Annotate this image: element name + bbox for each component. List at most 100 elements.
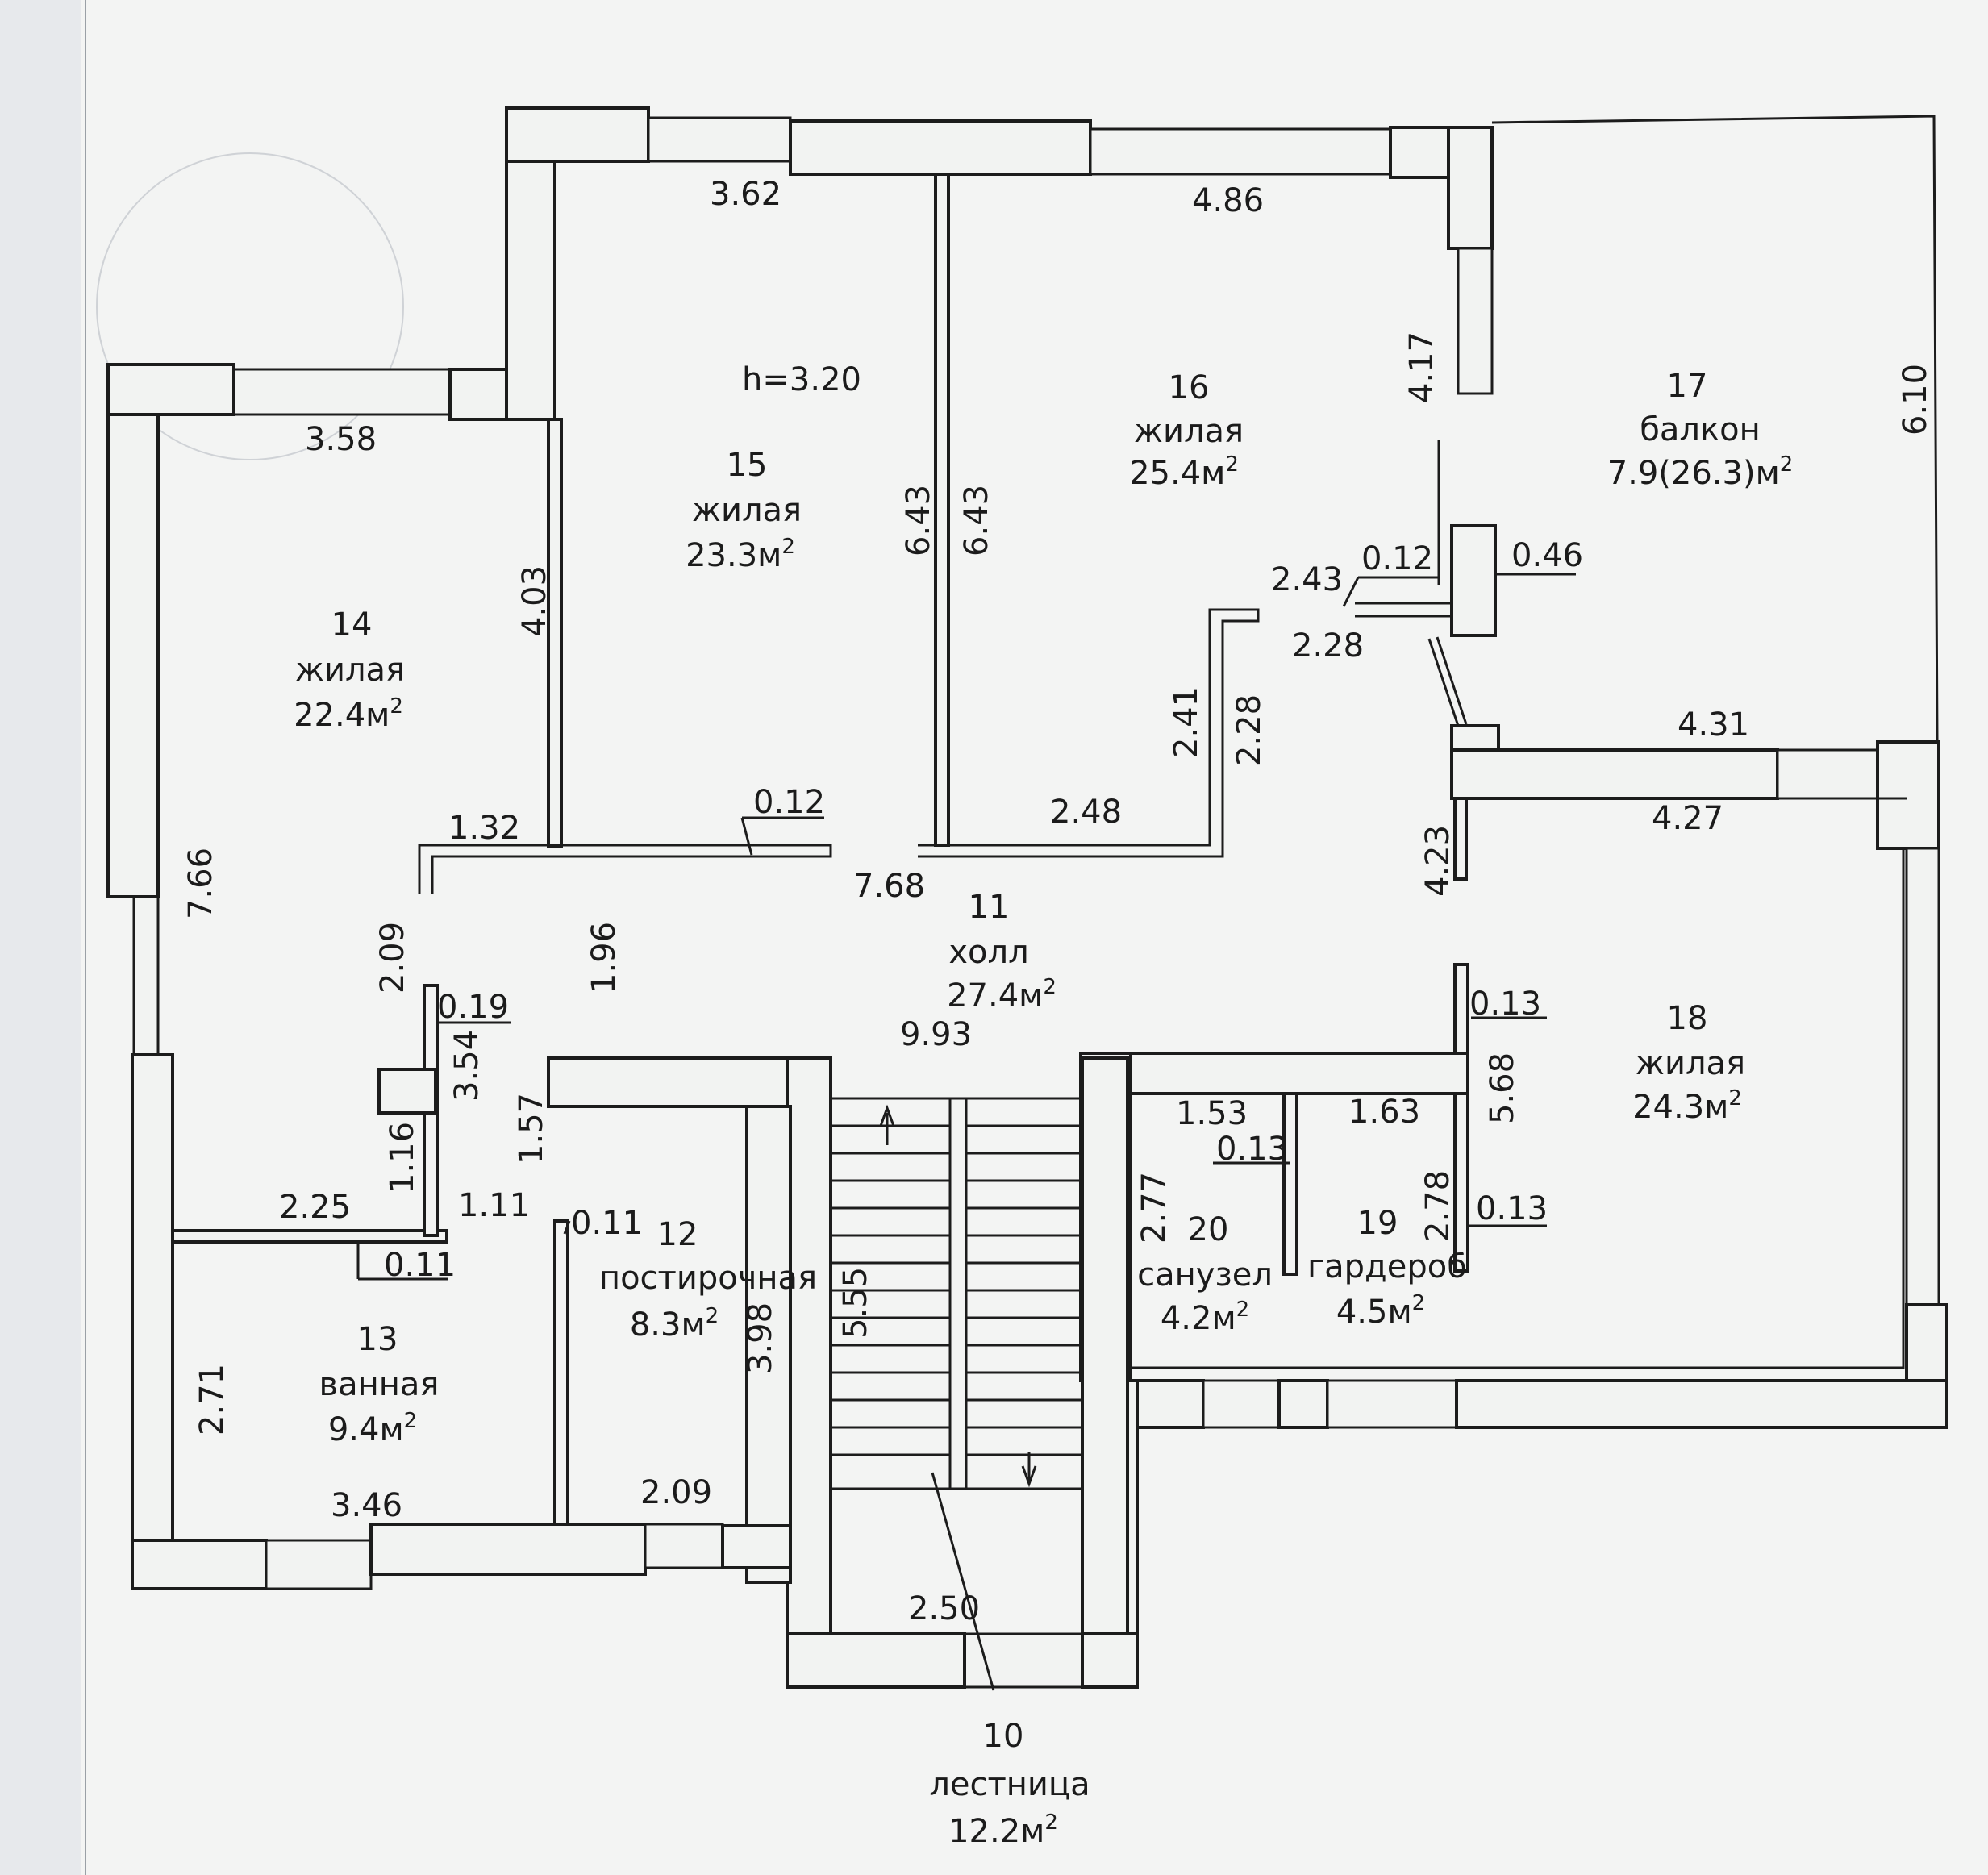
dim-label: 3.58 — [305, 421, 377, 458]
room-label-15: 15 жилая 23.3м2 — [686, 447, 802, 574]
dim-label: 0.46 — [1511, 537, 1583, 574]
wall-inner-18 — [1132, 848, 1905, 1369]
room-label-11: 11 холл 27.4м2 — [947, 889, 1057, 1015]
dim-label: 2.25 — [279, 1189, 351, 1226]
svg-text:13: 13 — [357, 1321, 398, 1358]
wall-hall-south-a — [547, 1056, 789, 1108]
balcony-threshold — [1355, 602, 1453, 618]
dim-label: 2.41 — [1168, 686, 1205, 758]
wall-south-13a — [131, 1539, 268, 1590]
dim-label: 0.13 — [1216, 1131, 1288, 1168]
dim-label: 4.03 — [516, 565, 553, 637]
svg-text:4.5м2: 4.5м2 — [1336, 1291, 1425, 1331]
dim-label: 4.86 — [1192, 182, 1264, 219]
room-label-19: 19 гардероб 4.5м2 — [1307, 1205, 1467, 1331]
dim-label: 6.43 — [900, 485, 937, 556]
stair-flights — [829, 1097, 1084, 1691]
window-south-19 — [1326, 1379, 1458, 1429]
partition-hall-north — [418, 844, 832, 894]
dim-label: 0.11 — [384, 1247, 456, 1284]
svg-text:20: 20 — [1188, 1211, 1229, 1248]
window-north-16 — [1089, 127, 1392, 176]
dim-label: 0.11 — [571, 1205, 643, 1242]
window-north-14 — [232, 368, 452, 416]
window-stair — [963, 1632, 1084, 1689]
dim-label: 3.46 — [331, 1487, 402, 1524]
svg-text:14: 14 — [331, 606, 373, 644]
wall-stair-south — [786, 1632, 966, 1689]
dim-label: 1.57 — [513, 1093, 550, 1165]
svg-text:24.3м2: 24.3м2 — [1632, 1086, 1742, 1126]
wall-north-14a — [106, 363, 235, 416]
svg-text:22.4м2: 22.4м2 — [294, 694, 403, 734]
dim-label: 3.98 — [742, 1302, 779, 1374]
dim-label: 2.77 — [1136, 1172, 1173, 1244]
room-label-16: 16 жилая 25.4м2 — [1129, 369, 1244, 492]
dim-label: 6.10 — [1897, 364, 1934, 435]
dim-label: 1.16 — [384, 1122, 421, 1194]
dim-label: 2.09 — [640, 1474, 712, 1511]
window-south-13 — [265, 1539, 373, 1590]
svg-text:лестница: лестница — [929, 1766, 1090, 1803]
dim-label: 7.66 — [182, 848, 219, 919]
dim-label: 2.28 — [1231, 694, 1268, 766]
dim-label: 5.55 — [837, 1267, 874, 1339]
wall-south-se-b — [1277, 1379, 1329, 1429]
svg-text:санузел: санузел — [1137, 1256, 1273, 1294]
dim-label: 2.28 — [1292, 627, 1364, 665]
svg-text:10: 10 — [983, 1718, 1024, 1755]
dim-label: 9.93 — [900, 1016, 972, 1053]
partition-18-19 — [1453, 963, 1469, 1273]
svg-text:17: 17 — [1667, 368, 1708, 405]
wall-south-12 — [721, 1524, 792, 1569]
svg-text:4.2м2: 4.2м2 — [1161, 1298, 1249, 1337]
dim-label: 4.23 — [1419, 825, 1457, 897]
dim-label: 1.63 — [1348, 1094, 1420, 1131]
svg-text:12: 12 — [657, 1216, 698, 1253]
balcony-outline — [1491, 115, 1939, 741]
wall-west-lower — [131, 1053, 174, 1590]
dim-label: 1.11 — [458, 1187, 530, 1224]
dim-label: 0.13 — [1476, 1190, 1548, 1227]
wall-pier-16 — [1447, 126, 1494, 250]
room-label-10: 10 лестница 12.2м2 — [929, 1718, 1090, 1850]
wall-north-mid — [789, 119, 1092, 176]
room-label-18: 18 жилая 24.3м2 — [1632, 1000, 1745, 1126]
partition-16-hall — [918, 608, 1260, 858]
svg-text:8.3м2: 8.3м2 — [630, 1304, 719, 1344]
wall-south-13b — [369, 1523, 647, 1576]
dim-label: 2.48 — [1050, 794, 1122, 831]
svg-text:жилая: жилая — [1636, 1045, 1745, 1082]
wall-south-se-c — [1455, 1379, 1948, 1429]
vent-shaft — [377, 1068, 437, 1115]
svg-text:постирочная: постирочная — [599, 1260, 817, 1297]
wall-south-se-a — [1131, 1379, 1205, 1429]
svg-text:25.4м2: 25.4м2 — [1129, 452, 1239, 492]
partition-12-13 — [553, 1219, 569, 1526]
room-label-13: 13 ванная 9.4м2 — [319, 1321, 440, 1448]
svg-text:11: 11 — [969, 889, 1010, 926]
dim-label: 2.09 — [374, 922, 411, 994]
room-label-12: 12 постирочная 8.3м2 — [599, 1216, 817, 1344]
dim-label: 1.53 — [1176, 1095, 1248, 1132]
svg-text:16: 16 — [1169, 369, 1210, 406]
svg-text:23.3м2: 23.3м2 — [686, 535, 795, 574]
svg-text:гардероб: гардероб — [1307, 1248, 1467, 1285]
wall-12-east — [745, 1105, 792, 1584]
svg-text:ванная: ванная — [319, 1366, 440, 1403]
wall-corner-18 — [1876, 740, 1940, 850]
window-south-20 — [1202, 1379, 1281, 1429]
svg-text:9.4м2: 9.4м2 — [328, 1409, 417, 1448]
paper-sheet — [81, 0, 1988, 1875]
dim-label: 3.54 — [448, 1030, 486, 1102]
svg-text:12.2м2: 12.2м2 — [948, 1810, 1058, 1850]
wall-stair-east — [1081, 1056, 1129, 1689]
partition-13-north — [171, 1229, 448, 1244]
balcony-door-leaf-b — [1436, 636, 1468, 725]
balcony-door-post — [1450, 524, 1497, 637]
dim-label: 7.68 — [853, 868, 925, 905]
dim-label: 2.78 — [1419, 1170, 1457, 1242]
dim-label: 1.32 — [448, 810, 520, 847]
dim-label: 2.50 — [908, 1590, 980, 1627]
